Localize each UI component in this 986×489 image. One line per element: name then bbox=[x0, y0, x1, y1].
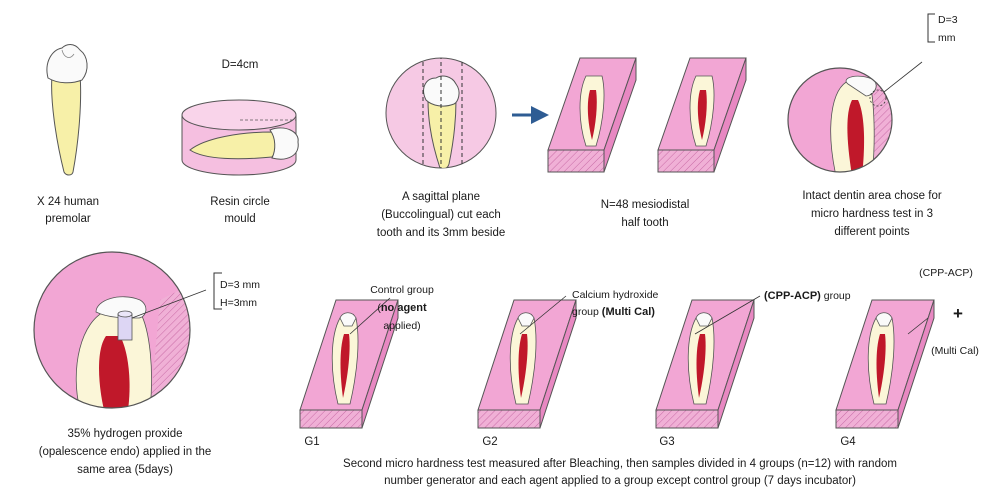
step3-label-line2: (Buccolingual) cut each bbox=[381, 209, 501, 221]
step5-label-line1: Intact dentin area chose for bbox=[802, 190, 942, 202]
step3-label-line1: A sagittal plane bbox=[402, 191, 480, 203]
cavity-height-value: H=3mm bbox=[220, 297, 257, 309]
group-block-g2 bbox=[478, 300, 576, 428]
g4-plus-sign: + bbox=[953, 304, 963, 323]
step5-label-line2: micro hardness test in 3 bbox=[811, 208, 933, 220]
bleaching-zoom-circle bbox=[34, 252, 206, 410]
step3-label-line3: tooth and its 3mm beside bbox=[377, 227, 506, 239]
group-label-g3: G3 bbox=[659, 436, 674, 448]
half-tooth-block-2 bbox=[658, 58, 746, 172]
step5-label-line3: different points bbox=[834, 226, 909, 238]
g1-annotation-line2: (no agent bbox=[377, 302, 427, 314]
footer-line1: Second micro hardness test measured afte… bbox=[343, 458, 897, 470]
group-block-g3 bbox=[656, 300, 754, 428]
step1-label-line2: premolar bbox=[45, 213, 91, 225]
step6-label-line2: (opalescence endo) applied in the bbox=[39, 446, 212, 458]
g3-annotation: (CPP-ACP) group bbox=[764, 290, 851, 302]
cavity-diameter-value: D=3 mm bbox=[220, 279, 260, 291]
resin-mould-illustration bbox=[182, 100, 298, 175]
half-tooth-block-1 bbox=[548, 58, 636, 172]
g2-annotation-line2: group (Multi Cal) bbox=[572, 306, 655, 318]
g2-annotation-line1: Calcium hydroxide bbox=[572, 289, 659, 301]
g4-annotation-bottom: (Multi Cal) bbox=[931, 345, 979, 357]
dentin-diameter-bracket bbox=[928, 14, 935, 42]
g1-annotation-line3: applied) bbox=[383, 320, 420, 332]
footer-line2: number generator and each agent applied … bbox=[384, 475, 856, 487]
group-label-g4: G4 bbox=[840, 436, 856, 448]
sagittal-cut-illustration bbox=[386, 55, 496, 172]
group-label-g2: G2 bbox=[482, 436, 497, 448]
step2-label-line1: Resin circle bbox=[210, 196, 269, 208]
step2-label-line2: mould bbox=[224, 213, 255, 225]
step6-label-line3: same area (5days) bbox=[77, 464, 173, 476]
dentin-diameter-unit: mm bbox=[938, 32, 956, 44]
dentin-diameter-value: D=3 bbox=[938, 14, 958, 26]
group-block-g4 bbox=[836, 300, 934, 428]
premolar-illustration bbox=[47, 45, 87, 176]
step4-label-line2: half tooth bbox=[621, 217, 668, 229]
g1-annotation-line1: Control group bbox=[370, 284, 434, 296]
step6-label-line1: 35% hydrogen proxide bbox=[67, 428, 182, 440]
step4-label-line1: N=48 mesiodistal bbox=[601, 199, 690, 211]
step1-label-line1: X 24 human bbox=[37, 196, 99, 208]
g4-annotation-top: (CPP-ACP) bbox=[919, 267, 973, 279]
dentin-area-zoom-circle bbox=[788, 60, 922, 180]
mould-diameter-label: D=4cm bbox=[222, 59, 259, 71]
group-label-g1: G1 bbox=[304, 436, 319, 448]
